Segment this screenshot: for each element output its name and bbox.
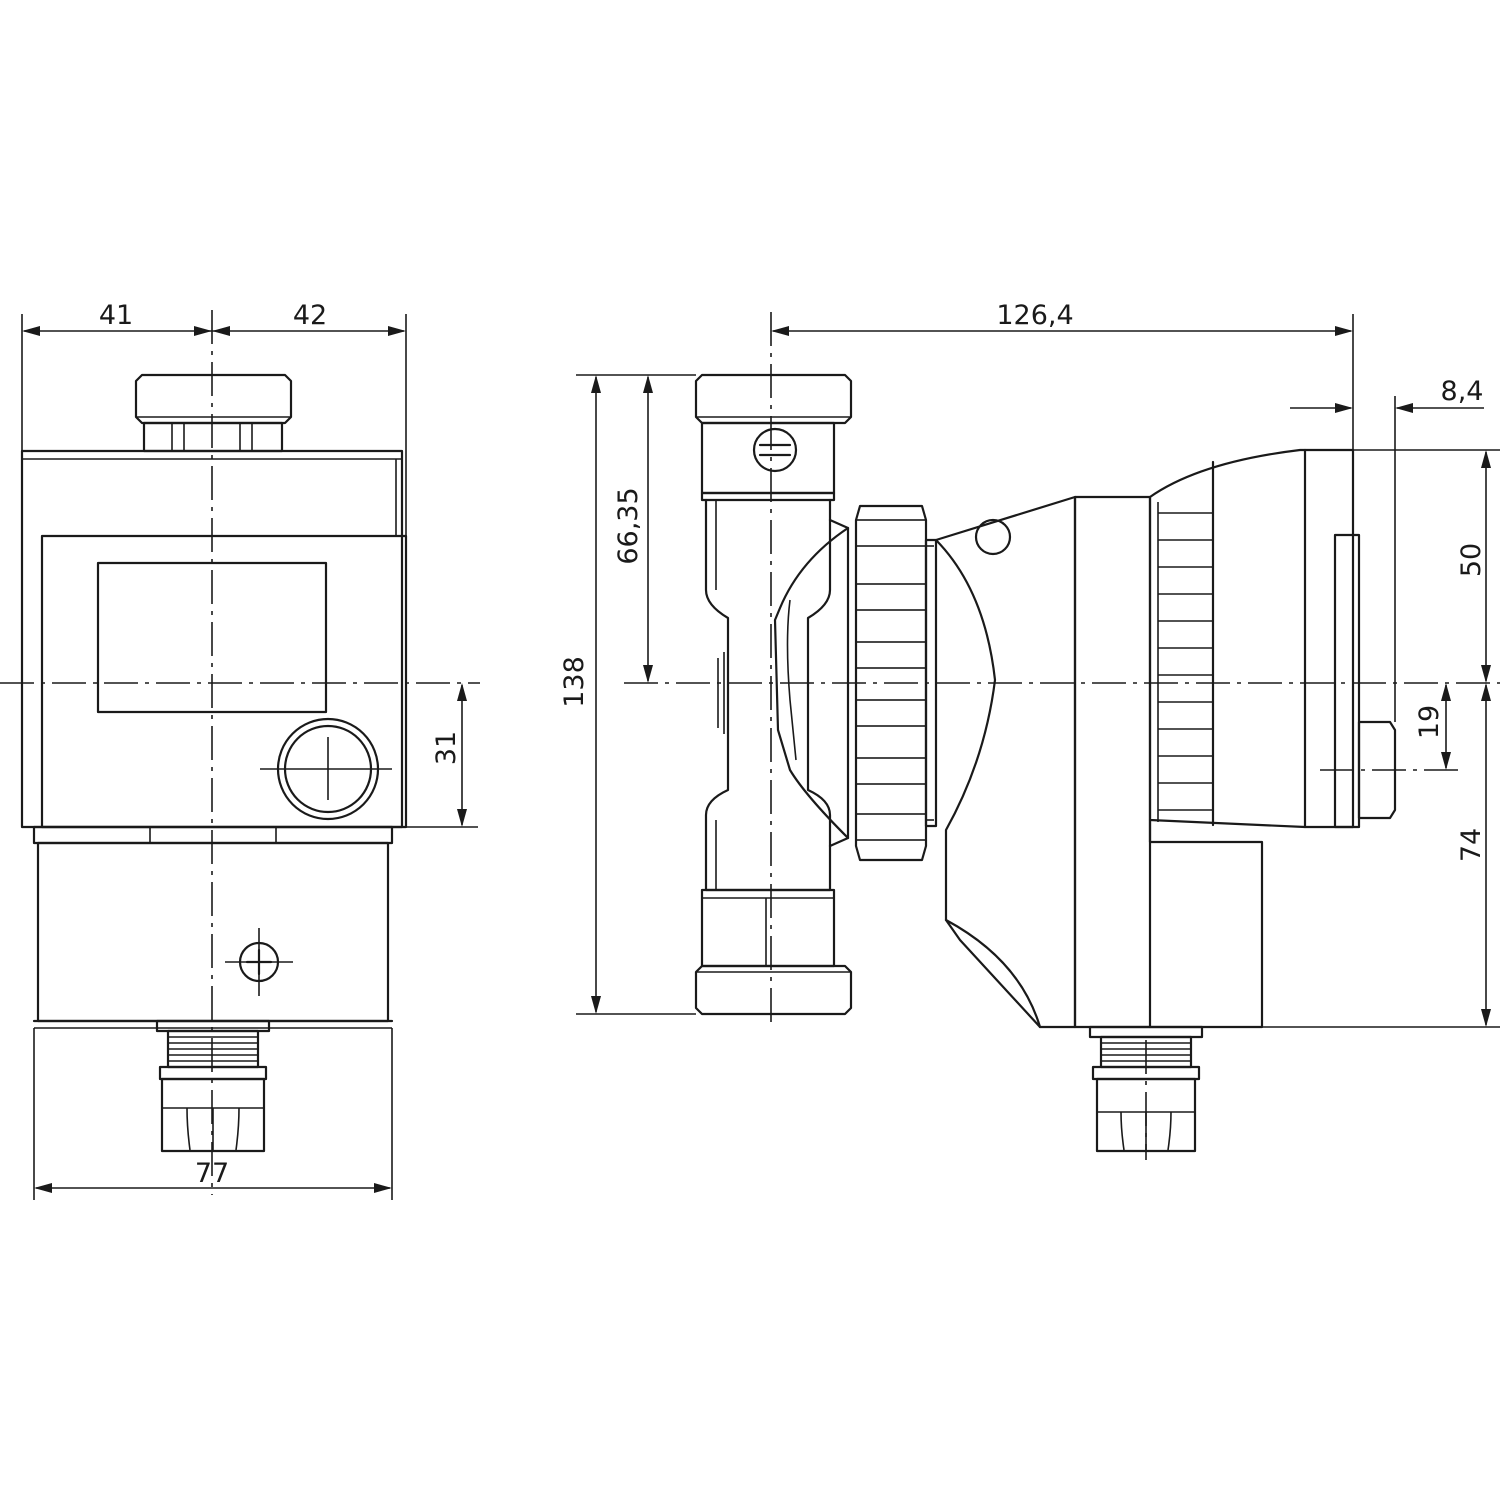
front-top-nut [134, 373, 293, 453]
side-view: 126,4 8,4 138 66,35 [559, 300, 1500, 1160]
dimension-top-side: 126,4 [771, 300, 1354, 450]
dim-label-42: 42 [293, 300, 327, 331]
dimension-right-front: 31 [406, 683, 478, 828]
front-view: 41 42 77 31 [0, 300, 480, 1200]
dim-label-77: 77 [195, 1158, 229, 1189]
vent-screw-icon [752, 427, 798, 473]
control-knob-side [1357, 720, 1397, 820]
dim-label-19: 19 [1414, 705, 1445, 739]
motor-housing [934, 495, 1152, 1029]
dim-label-41: 41 [99, 300, 133, 331]
front-housing [20, 449, 408, 829]
dim-label-138: 138 [559, 656, 590, 708]
vent-hole [974, 518, 1012, 556]
dim-label-126-4: 126,4 [996, 300, 1073, 331]
electronics-head [944, 448, 1397, 1029]
dim-label-31: 31 [431, 731, 462, 765]
dim-label-8-4: 8,4 [1441, 376, 1484, 407]
front-cable-gland [155, 1019, 271, 1153]
dim-label-66-35: 66,35 [613, 487, 644, 564]
dim-label-50: 50 [1456, 543, 1487, 577]
dimension-top-front: 41 42 [21, 300, 407, 536]
dimension-bottom-front: 77 [33, 1028, 393, 1200]
front-lower-body [32, 825, 394, 1029]
dimension-cap: 8,4 [1290, 376, 1484, 722]
dimension-left-side: 138 66,35 [559, 374, 696, 1015]
dimension-right-side: 50 74 [1262, 449, 1500, 1028]
dimension-knob-offset: 19 [1414, 683, 1451, 770]
dim-label-74: 74 [1456, 828, 1487, 862]
pipe-body [694, 373, 853, 1016]
